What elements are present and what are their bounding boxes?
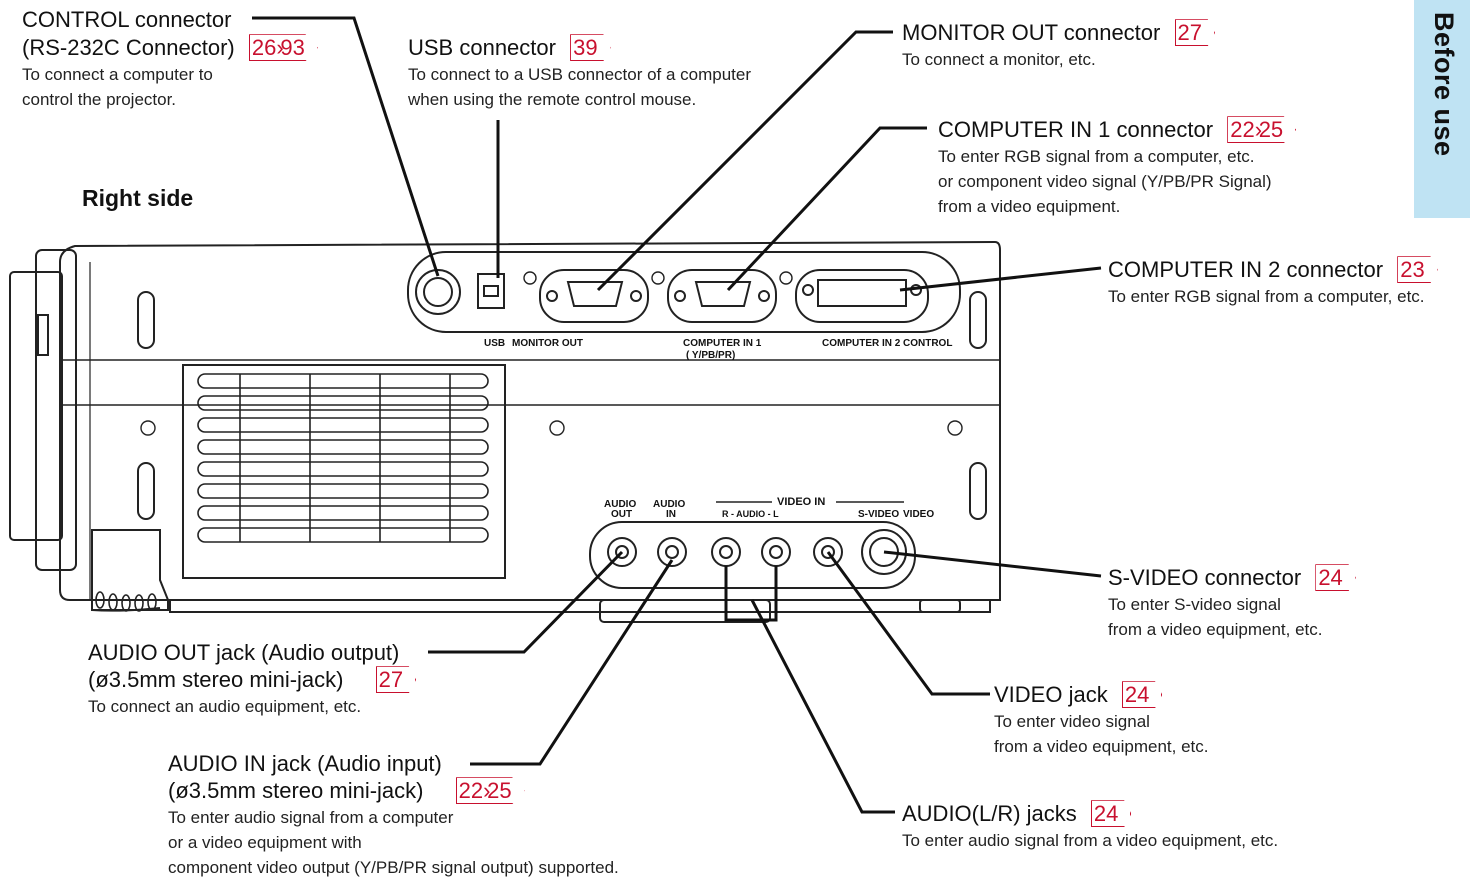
section-heading: Right side: [82, 185, 194, 211]
callout-computer-in1-desc-3: from a video equipment.: [938, 197, 1121, 217]
callout-s-video-desc-2: from a video equipment, etc.: [1108, 620, 1323, 640]
callout-usb-desc-1: To connect to a USB connector of a compu…: [408, 65, 752, 85]
audio-in-jack: [657, 537, 687, 567]
page-ref-badge[interactable]: 22›25: [452, 777, 529, 805]
page-ref-badge[interactable]: 23: [1393, 256, 1441, 284]
callout-audio-out-title: AUDIO OUT jack (Audio output): [88, 640, 400, 665]
callout-video-desc-2: from a video equipment, etc.: [994, 737, 1209, 757]
panel-label-computer-in2: COMPUTER IN 2: [822, 338, 901, 349]
callout-control: CONTROL connector (RS-232C Connector) 26…: [22, 6, 322, 112]
callout-audio-out-desc-1: To connect an audio equipment, etc.: [88, 697, 362, 717]
callout-control-subtitle: (RS-232C Connector): [22, 35, 235, 60]
page-ref-badge[interactable]: 24: [1311, 564, 1359, 592]
panel-label-monitor-out: MONITOR OUT: [512, 338, 583, 349]
control-port: [415, 269, 461, 315]
panel-label-computer-in1: COMPUTER IN 1: [683, 338, 762, 349]
panel-label-audio-in-1: AUDIO: [653, 499, 685, 510]
panel-label-computer-in1-sub: ( Y/PB/PR): [686, 350, 735, 361]
callout-s-video: S-VIDEO connector 24 To enter S-video si…: [1108, 564, 1360, 642]
callout-computer-in2: COMPUTER IN 2 connector 23 To enter RGB …: [1108, 256, 1442, 309]
leader-lines: [252, 16, 1102, 814]
callout-audio-in-subtitle: (ø3.5mm stereo mini-jack): [168, 778, 424, 803]
callout-control-desc-2: control the projector.: [22, 90, 177, 110]
callout-control-desc-1: To connect a computer to: [22, 65, 213, 85]
page-ref-badge[interactable]: 39: [566, 34, 614, 62]
section-tab-label: Before use: [1429, 12, 1459, 157]
callout-computer-in1-title: COMPUTER IN 1 connector: [938, 117, 1214, 142]
audio-l-jack: [761, 537, 791, 567]
callout-monitor-out-title: MONITOR OUT connector: [902, 20, 1161, 45]
audio-out-jack: [607, 537, 637, 567]
callout-audio-out-subtitle: (ø3.5mm stereo mini-jack): [88, 667, 344, 692]
page-ref-badge[interactable]: 24: [1118, 681, 1166, 709]
callout-audio-in-desc-1: To enter audio signal from a computer: [168, 808, 454, 828]
callout-s-video-desc-1: To enter S-video signal: [1108, 595, 1281, 615]
panel-label-audio-out-2: OUT: [611, 509, 632, 520]
panel-label-video-in: VIDEO IN: [777, 496, 825, 508]
page-ref-badge[interactable]: 24: [1087, 800, 1135, 828]
callout-usb: USB connector 39 To connect to a USB con…: [408, 34, 751, 112]
lens-housing: [35, 249, 77, 571]
callout-audio-in-desc-2: or a video equipment with: [168, 833, 362, 853]
computer-in2-port: [795, 269, 929, 323]
panel-label-usb: USB: [484, 338, 505, 349]
callout-audio-out: AUDIO OUT jack (Audio output) (ø3.5mm st…: [88, 639, 420, 719]
callout-audio-lr-title: AUDIO(L/R) jacks: [902, 801, 1077, 826]
page-ref-badge[interactable]: 27: [1171, 19, 1219, 47]
monitor-out-port: [539, 269, 649, 323]
video-jack: [813, 537, 843, 567]
page-ref-badge[interactable]: 22›25: [1223, 116, 1300, 144]
callout-video-title: VIDEO jack: [994, 682, 1108, 707]
callout-monitor-out: MONITOR OUT connector 27 To connect a mo…: [902, 19, 1219, 72]
panel-label-s-video: S-VIDEO: [858, 509, 899, 520]
page-ref-badge[interactable]: 26›93: [245, 34, 322, 62]
panel-label-audio-out-1: AUDIO: [604, 499, 636, 510]
section-tab: Before use: [1414, 0, 1470, 218]
audio-r-jack: [711, 537, 741, 567]
projector-body: [59, 240, 1001, 601]
callout-usb-desc-2: when using the remote control mouse.: [408, 90, 697, 110]
callout-usb-title: USB connector: [408, 35, 556, 60]
callout-computer-in1: COMPUTER IN 1 connector 22›25 To enter R…: [938, 116, 1300, 219]
panel-label-video: VIDEO: [903, 509, 934, 520]
s-video-port: [861, 529, 907, 575]
callout-video: VIDEO jack 24 To enter video signal from…: [994, 681, 1209, 759]
lens-slot: [37, 314, 49, 356]
callout-audio-lr-desc-1: To enter audio signal from a video equip…: [902, 831, 1279, 851]
callout-computer-in1-desc-2: or component video signal (Y/PB/PR Signa…: [938, 172, 1272, 192]
callout-audio-in-title: AUDIO IN jack (Audio input): [168, 751, 442, 776]
panel-label-control: CONTROL: [903, 338, 952, 349]
usb-port: [477, 273, 505, 309]
callout-s-video-title: S-VIDEO connector: [1108, 565, 1302, 590]
computer-in1-port: [667, 269, 777, 323]
callout-audio-in: AUDIO IN jack (Audio input) (ø3.5mm ster…: [168, 750, 619, 880]
callout-audio-in-desc-3: component video output (Y/PB/PR signal o…: [168, 858, 619, 878]
callout-computer-in2-desc-1: To enter RGB signal from a computer, etc…: [1108, 287, 1425, 307]
callout-video-desc-1: To enter video signal: [994, 712, 1150, 732]
callout-computer-in2-title: COMPUTER IN 2 connector: [1108, 257, 1384, 282]
panel-label-r-audio-l: R - AUDIO - L: [722, 509, 779, 519]
callout-control-title: CONTROL connector: [22, 7, 232, 32]
callout-computer-in1-desc-1: To enter RGB signal from a computer, etc…: [938, 147, 1255, 167]
page-ref-badge[interactable]: 27: [372, 666, 420, 694]
panel-label-audio-in-2: IN: [666, 509, 676, 520]
callout-monitor-out-desc-1: To connect a monitor, etc.: [902, 50, 1096, 70]
callout-audio-lr: AUDIO(L/R) jacks 24 To enter audio signa…: [902, 800, 1278, 853]
